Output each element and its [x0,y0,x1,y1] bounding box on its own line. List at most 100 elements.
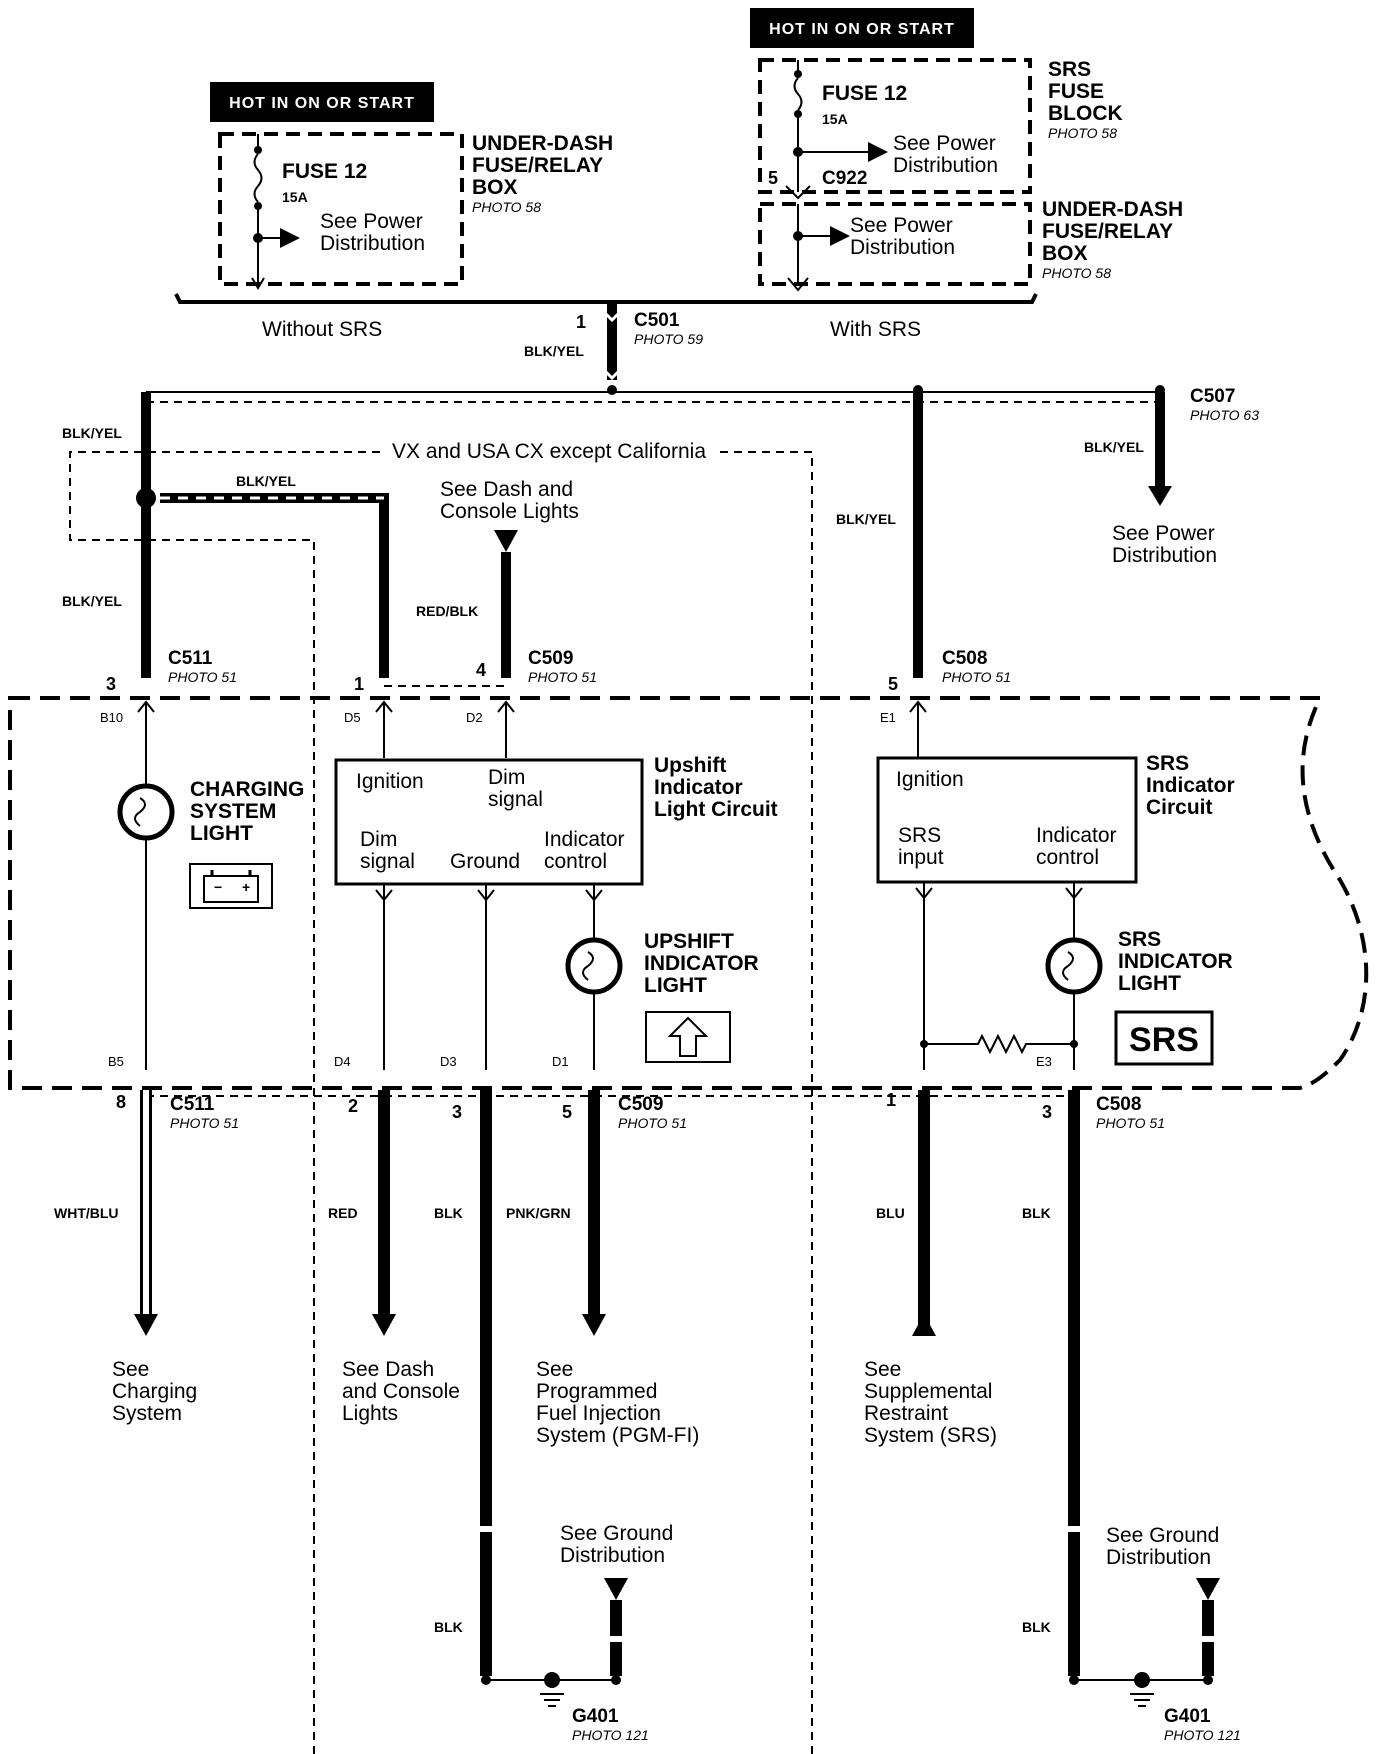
see-dash-bottom-3: Lights [342,1402,398,1425]
fuse-right-see-1: See Power [893,132,996,155]
variant-region [69,451,813,1754]
see-charging-3: System [112,1402,182,1425]
top-bus [174,293,1038,304]
upshift-title-2: Indicator [654,776,743,799]
fuse-left-photo: PHOTO 58 [472,199,541,215]
c509-bottom-pin2: 2 [348,1096,358,1116]
fuse-right-see-2: Distribution [893,154,998,177]
upshift-title-1: Upshift [654,754,726,777]
c501-pin: 1 [576,312,586,332]
c501-wire: BLK/YEL [524,343,584,359]
srs-light-1: SRS [1118,928,1161,951]
underdash-right-title-3: BOX [1042,242,1088,265]
c511-bottom-photo: PHOTO 51 [170,1115,239,1131]
c511-top-photo: PHOTO 51 [168,669,237,685]
fuse-right-connector: C922 [822,168,867,189]
wire-blk-yel-1: BLK/YEL [62,425,122,441]
c509-top-name: C509 [528,648,573,669]
battery-icon: − + [189,863,273,909]
c508-bottom-pin3: 3 [1042,1102,1052,1122]
upshift-title-3: Light Circuit [654,798,778,821]
upshift-dim-bottom-1: Dim [360,828,397,851]
see-pgm-3: Fuel Injection [536,1402,661,1425]
wire-blk-yel-4: BLK/YEL [836,511,896,527]
upshift-dim-bottom-2: signal [360,850,415,873]
upshift-ignition: Ignition [356,770,424,793]
srs-badge: SRS [1129,1021,1199,1059]
see-srs-3: Restraint [864,1402,948,1425]
c507-see-2: Distribution [1112,544,1217,567]
pin-d3: D3 [440,1054,457,1069]
variant-label: VX and USA CX except California [392,440,706,463]
upshift-light-2: INDICATOR [644,952,759,975]
see-pgm-1: See [536,1358,573,1381]
fuse-right-box-title-2: FUSE [1048,80,1104,103]
fuse-left-box-title-1: UNDER-DASH [472,132,613,155]
srs-input-1: SRS [898,824,941,847]
c508-top-name: C508 [942,648,987,669]
upshift-dim-top-1: Dim [488,766,525,789]
srs-title-3: Circuit [1146,796,1213,819]
see-dash-bottom-1: See Dash [342,1358,434,1381]
see-dash-bottom-2: and Console [342,1380,460,1403]
hot-label-left: HOT IN ON OR START [229,95,415,112]
c511-bottom-pin: 8 [116,1092,126,1112]
underdash-right-see-2: Distribution [850,236,955,259]
upshift-dim-top-2: signal [488,788,543,811]
srs-light-2: INDICATOR [1118,950,1233,973]
see-charging-2: Charging [112,1380,197,1403]
fuse-right-photo: PHOTO 58 [1048,125,1117,141]
underdash-right-see-1: See Power [850,214,953,237]
srs-indicator-1: Indicator [1036,824,1117,847]
underdash-right-title-2: FUSE/RELAY [1042,220,1173,243]
charging-light-1: CHARGING [190,778,304,801]
fuse-right-name: FUSE 12 [822,82,907,105]
fuse-right-rating: 15A [822,111,848,127]
c509-bottom-pin3: 3 [452,1102,462,1122]
wire-blk-4: BLK [1022,1619,1051,1635]
svg-text:+: + [242,879,250,895]
upshift-light-3: LIGHT [644,974,707,997]
see-pgm-2: Programmed [536,1380,657,1403]
upshift-arrow-icon [645,1011,731,1063]
svg-text:−: − [214,879,222,895]
ground-right-icon [1130,1672,1154,1707]
fuse-left-box-title-2: FUSE/RELAY [472,154,603,177]
upshift-circuit-box [334,758,644,886]
c501-photo: PHOTO 59 [634,331,703,347]
wire-blu: BLU [876,1205,905,1221]
ground-left-icon [540,1672,564,1707]
hot-label-left-bg [210,82,434,122]
srs-circuit-box [876,756,1138,884]
see-ground-right-1: See Ground [1106,1524,1219,1547]
upshift-ground: Ground [450,850,520,873]
with-srs-label: With SRS [830,318,921,341]
see-charging-1: See [112,1358,149,1381]
wire-blk-3: BLK [434,1619,463,1635]
g401-left-photo: PHOTO 121 [572,1727,649,1743]
see-srs-1: See [864,1358,901,1381]
srs-ignition: Ignition [896,768,964,791]
c508-bottom-name: C508 [1096,1094,1141,1115]
wire-wht-blu: WHT/BLU [54,1205,119,1221]
charging-light-3: LIGHT [190,822,253,845]
g401-left-name: G401 [572,1706,619,1727]
c509-top-photo: PHOTO 51 [528,669,597,685]
wire-red: RED [328,1205,358,1221]
see-ground-left-2: Distribution [560,1544,665,1567]
fuse-left-see-1: See Power [320,210,423,233]
fuse-left-rating: 15A [282,189,308,205]
srs-title-1: SRS [1146,752,1189,775]
fuse-box-right [758,58,1032,200]
hot-label-right-bg [750,8,974,48]
srs-badge-box [1114,1010,1214,1066]
srs-light-bulb-icon [1045,937,1103,995]
pin-d2: D2 [466,710,483,725]
resistor-icon [920,1033,1078,1055]
c507-name: C507 [1190,386,1235,407]
fuse-left-see-2: Distribution [320,232,425,255]
fuse-right-box-title-1: SRS [1048,58,1091,81]
c508-bottom-photo: PHOTO 51 [1096,1115,1165,1131]
srs-light-3: LIGHT [1118,972,1181,995]
